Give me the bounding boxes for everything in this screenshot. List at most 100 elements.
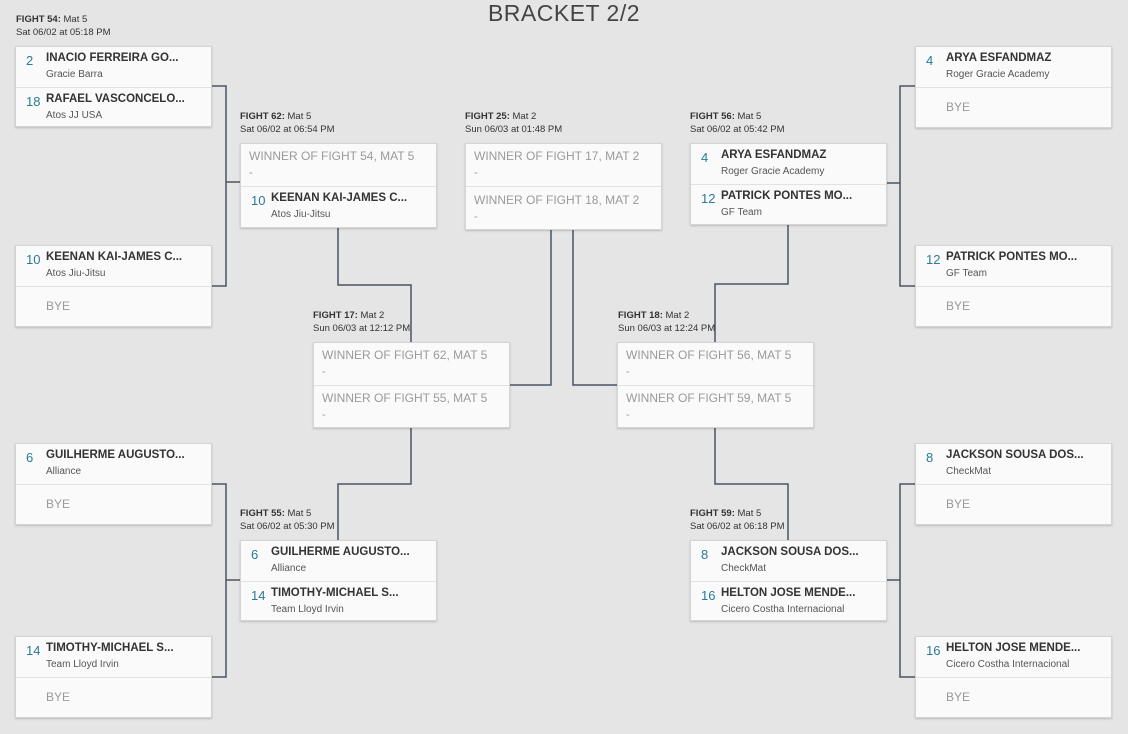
competitor-name[interactable]: KEENAN KAI-JAMES C... <box>271 192 408 204</box>
bye-match-card[interactable]: 10 KEENAN KAI-JAMES C... Atos Jiu-Jitsu … <box>15 245 212 327</box>
bye-label: BYE <box>946 299 971 313</box>
bye-match-card[interactable]: 8 JACKSON SOUSA DOS... CheckMat BYE <box>915 443 1112 525</box>
pending-slot: WINNER OF FIGHT 56, MAT 5 - <box>618 343 813 385</box>
winner-placeholder: WINNER OF FIGHT 18, MAT 2 <box>474 193 640 207</box>
competitor-slot[interactable]: 8 JACKSON SOUSA DOS... CheckMat <box>691 541 886 581</box>
winner-placeholder: WINNER OF FIGHT 62, MAT 5 <box>322 348 488 362</box>
fight-label: FIGHT 59: <box>690 508 735 519</box>
seed-number: 6 <box>251 547 259 562</box>
pending-dash: - <box>474 211 478 223</box>
competitor-name[interactable]: HELTON JOSE MENDE... <box>946 642 1081 654</box>
bye-match-card[interactable]: 14 TIMOTHY-MICHAEL S... Team Lloyd Irvin… <box>15 636 212 718</box>
competitor-slot[interactable]: 8 JACKSON SOUSA DOS... CheckMat <box>916 444 1111 484</box>
competitor-slot[interactable]: 6 GUILHERME AUGUSTO... Alliance <box>241 541 436 581</box>
fight-label: FIGHT 18: <box>618 310 663 321</box>
competitor-name[interactable]: TIMOTHY-MICHAEL S... <box>46 642 174 654</box>
competitor-slot[interactable]: 16 HELTON JOSE MENDE... Cicero Costha In… <box>916 637 1111 677</box>
fight-25-card[interactable]: WINNER OF FIGHT 17, MAT 2 - WINNER OF FI… <box>465 143 662 230</box>
competitor-slot[interactable]: 12 PATRICK PONTES MO... GF Team <box>916 246 1111 286</box>
competitor-slot[interactable]: 2 INACIO FERREIRA GO... Gracie Barra <box>16 47 211 87</box>
competitor-team: Roger Gracie Academy <box>721 166 825 177</box>
competitor-name[interactable]: JACKSON SOUSA DOS... <box>946 449 1084 461</box>
competitor-name[interactable]: KEENAN KAI-JAMES C... <box>46 251 183 263</box>
fight-62-card[interactable]: WINNER OF FIGHT 54, MAT 5 - 10 KEENAN KA… <box>240 143 437 228</box>
fight-54-card[interactable]: 2 INACIO FERREIRA GO... Gracie Barra 18 … <box>15 46 212 127</box>
bye-slot: BYE <box>16 286 211 326</box>
pending-slot: WINNER OF FIGHT 18, MAT 2 - <box>466 186 661 229</box>
seed-number: 18 <box>26 94 41 109</box>
seed-number: 16 <box>926 643 941 658</box>
fight-mat: Mat 5 <box>737 111 762 122</box>
competitor-name[interactable]: PATRICK PONTES MO... <box>721 190 853 202</box>
competitor-name[interactable]: JACKSON SOUSA DOS... <box>721 546 859 558</box>
competitor-team: Team Lloyd Irvin <box>46 659 119 670</box>
competitor-name[interactable]: HELTON JOSE MENDE... <box>721 587 856 599</box>
pending-slot: WINNER OF FIGHT 59, MAT 5 - <box>618 385 813 427</box>
fight-time: Sat 06/02 at 05:30 PM <box>240 520 335 532</box>
bye-slot: BYE <box>916 87 1111 127</box>
competitor-name[interactable]: INACIO FERREIRA GO... <box>46 52 179 64</box>
fight-label: FIGHT 25: <box>465 111 510 122</box>
fight-17-card[interactable]: WINNER OF FIGHT 62, MAT 5 - WINNER OF FI… <box>313 342 510 428</box>
bye-match-card[interactable]: 6 GUILHERME AUGUSTO... Alliance BYE <box>15 443 212 525</box>
fight-18-card[interactable]: WINNER OF FIGHT 56, MAT 5 - WINNER OF FI… <box>617 342 814 428</box>
fight-label: FIGHT 56: <box>690 111 735 122</box>
fight-mat: Mat 2 <box>665 310 690 321</box>
competitor-slot[interactable]: 14 TIMOTHY-MICHAEL S... Team Lloyd Irvin <box>241 581 436 620</box>
fight-time: Sun 06/03 at 01:48 PM <box>465 123 563 135</box>
pending-dash: - <box>626 409 630 421</box>
competitor-slot[interactable]: 16 HELTON JOSE MENDE... Cicero Costha In… <box>691 581 886 620</box>
competitor-team: Cicero Costha Internacional <box>721 604 845 615</box>
bye-label: BYE <box>46 299 71 313</box>
winner-placeholder: WINNER OF FIGHT 17, MAT 2 <box>474 149 640 163</box>
competitor-team: CheckMat <box>946 466 992 477</box>
competitor-team: Gracie Barra <box>46 69 103 80</box>
fight-mat: Mat 2 <box>512 111 537 122</box>
pending-slot: WINNER OF FIGHT 55, MAT 5 - <box>314 385 509 427</box>
fight-time: Sat 06/02 at 06:18 PM <box>690 520 785 532</box>
competitor-slot[interactable]: 10 KEENAN KAI-JAMES C... Atos Jiu-Jitsu <box>16 246 211 286</box>
fight-time: Sun 06/03 at 12:12 PM <box>313 322 411 334</box>
seed-number: 10 <box>251 193 266 208</box>
competitor-slot[interactable]: 12 PATRICK PONTES MO... GF Team <box>691 184 886 224</box>
seed-number: 12 <box>926 252 941 267</box>
competitor-slot[interactable]: 14 TIMOTHY-MICHAEL S... Team Lloyd Irvin <box>16 637 211 677</box>
bye-match-card[interactable]: 4 ARYA ESFANDMAZ Roger Gracie Academy BY… <box>915 46 1112 128</box>
competitor-team: Alliance <box>271 563 307 574</box>
competitor-slot[interactable]: 6 GUILHERME AUGUSTO... Alliance <box>16 444 211 484</box>
competitor-slot[interactable]: 4 ARYA ESFANDMAZ Roger Gracie Academy <box>916 47 1111 87</box>
fight-55-header: FIGHT 55: Mat 5 Sat 06/02 at 05:30 PM <box>240 508 335 533</box>
competitor-slot[interactable]: 4 ARYA ESFANDMAZ Roger Gracie Academy <box>691 144 886 184</box>
competitor-slot[interactable]: 10 KEENAN KAI-JAMES C... Atos Jiu-Jitsu <box>241 186 436 227</box>
bye-match-card[interactable]: 12 PATRICK PONTES MO... GF Team BYE <box>915 245 1112 327</box>
fight-59-card[interactable]: 8 JACKSON SOUSA DOS... CheckMat 16 HELTO… <box>690 540 887 621</box>
bye-match-card[interactable]: 16 HELTON JOSE MENDE... Cicero Costha In… <box>915 636 1112 718</box>
fight-time: Sun 06/03 at 12:24 PM <box>618 322 716 334</box>
fight-59-header: FIGHT 59: Mat 5 Sat 06/02 at 06:18 PM <box>690 508 785 533</box>
winner-placeholder: WINNER OF FIGHT 59, MAT 5 <box>626 391 792 405</box>
competitor-name[interactable]: TIMOTHY-MICHAEL S... <box>271 587 399 599</box>
seed-number: 12 <box>701 191 716 206</box>
competitor-name[interactable]: ARYA ESFANDMAZ <box>946 52 1052 64</box>
competitor-name[interactable]: ARYA ESFANDMAZ <box>721 149 827 161</box>
fight-mat: Mat 5 <box>737 508 762 519</box>
fight-56-card[interactable]: 4 ARYA ESFANDMAZ Roger Gracie Academy 12… <box>690 143 887 225</box>
fight-17-header: FIGHT 17: Mat 2 Sun 06/03 at 12:12 PM <box>313 310 410 335</box>
competitor-name[interactable]: GUILHERME AUGUSTO... <box>271 546 410 558</box>
seed-number: 10 <box>26 252 41 267</box>
fight-54-header: FIGHT 54: Mat 5 Sat 06/02 at 05:18 PM <box>16 14 111 39</box>
seed-number: 14 <box>26 643 41 658</box>
competitor-team: CheckMat <box>721 563 767 574</box>
fight-time: Sat 06/02 at 05:18 PM <box>16 26 111 38</box>
fight-time: Sat 06/02 at 05:42 PM <box>690 123 785 135</box>
competitor-name[interactable]: RAFAEL VASCONCELO... <box>46 93 185 105</box>
fight-mat: Mat 5 <box>63 14 88 25</box>
fight-55-card[interactable]: 6 GUILHERME AUGUSTO... Alliance 14 TIMOT… <box>240 540 437 621</box>
competitor-name[interactable]: PATRICK PONTES MO... <box>946 251 1078 263</box>
competitor-name[interactable]: GUILHERME AUGUSTO... <box>46 449 185 461</box>
competitor-team: Atos JJ USA <box>46 110 103 121</box>
competitor-slot[interactable]: 18 RAFAEL VASCONCELO... Atos JJ USA <box>16 87 211 126</box>
bye-label: BYE <box>46 690 71 704</box>
seed-number: 2 <box>26 53 34 68</box>
